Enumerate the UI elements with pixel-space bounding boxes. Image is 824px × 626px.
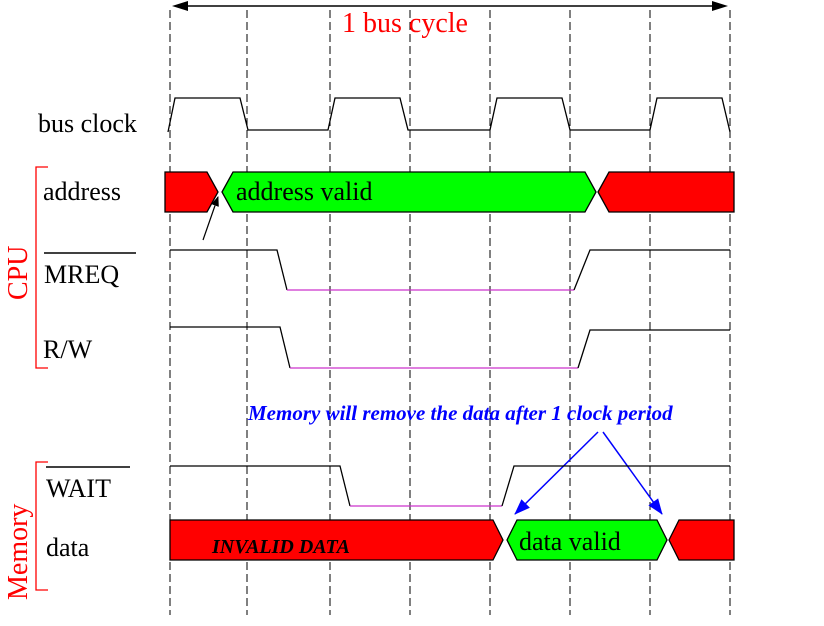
cpu-bracket: [35, 166, 48, 369]
bus-cycle-arrow-right-head: [712, 1, 728, 11]
rw-label: R/W: [43, 335, 93, 364]
address-valid-label: address valid: [236, 177, 372, 206]
bus-clock-label: bus clock: [38, 109, 137, 138]
address-invalid-segment: [164, 171, 219, 213]
guide-lines: [169, 10, 731, 615]
address-valid-segment: [221, 171, 597, 213]
mreq-waveform-high: [170, 249, 288, 291]
invalid-data-label: INVALID DATA: [211, 536, 350, 558]
memory-annotation: Memory will remove the data after 1 cloc…: [247, 401, 673, 425]
memory-bracket: [35, 461, 48, 591]
rw-waveform-return: [577, 329, 730, 369]
rw-waveform-high: [170, 326, 291, 369]
address-invalid-segment: [597, 171, 735, 213]
wait-waveform-return: [501, 465, 730, 507]
wait-label: WAIT: [46, 474, 111, 503]
data-invalid-segment: [668, 519, 735, 561]
bus-clock-waveform: [167, 97, 731, 133]
memory-group-label: Memory: [3, 504, 34, 600]
annotation-arrow-data-removed: [602, 431, 663, 515]
mreq-label: MREQ: [44, 260, 119, 289]
setup-arrow: [202, 196, 219, 241]
annotation-arrow-data-valid: [514, 431, 599, 515]
data-valid-segment: [506, 519, 668, 561]
data-label: data: [46, 533, 90, 562]
data-valid-label: data valid: [519, 527, 621, 556]
wait-waveform-high: [170, 465, 351, 507]
data-invalid-segment: [169, 519, 504, 561]
cpu-group-label: CPU: [3, 246, 34, 300]
bus-cycle-label: 1 bus cycle: [342, 8, 468, 39]
address-label: address: [43, 177, 121, 206]
mreq-waveform-return: [573, 249, 730, 291]
bus-cycle-arrow-left-head: [172, 1, 188, 11]
